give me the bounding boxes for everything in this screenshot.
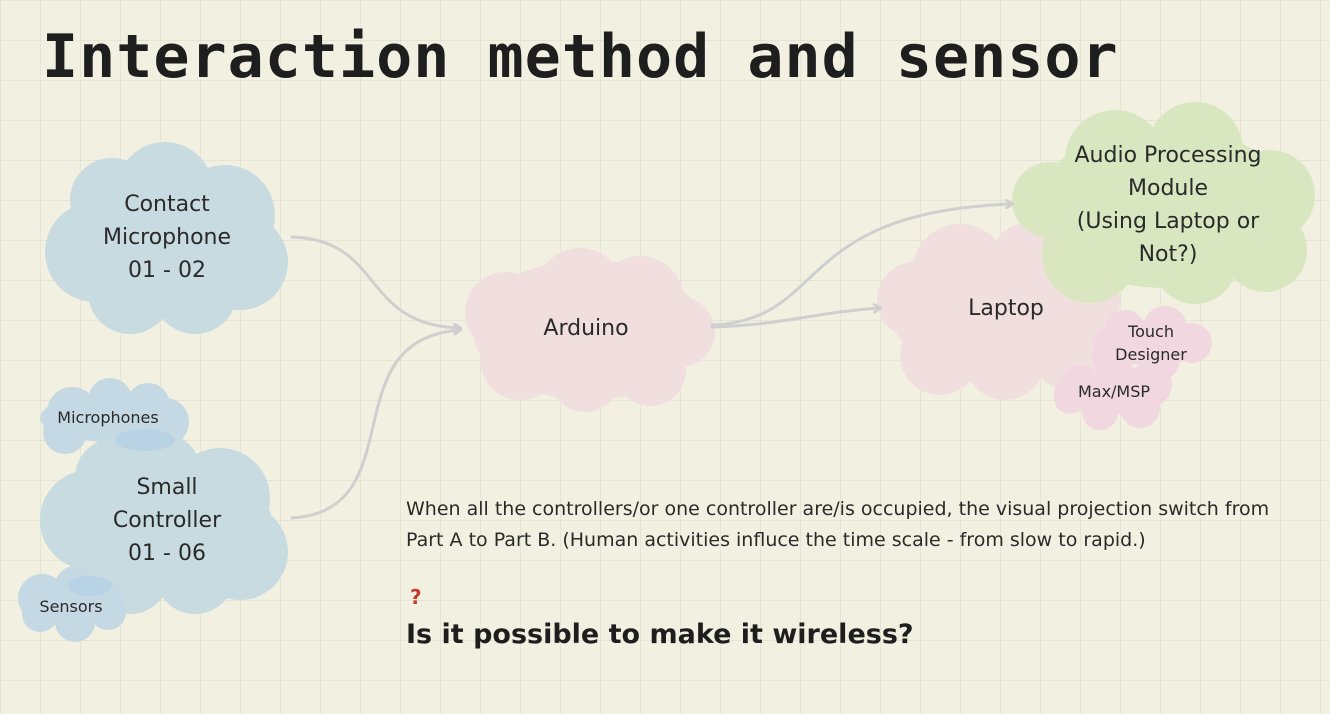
arduino-label: Arduino xyxy=(543,315,629,341)
cloud-max-msp[interactable] xyxy=(1054,356,1172,430)
max-msp-label: Max/MSP xyxy=(1077,382,1151,401)
cloud-overlap-sensors xyxy=(68,576,112,596)
cloud-small-controller[interactable] xyxy=(40,430,288,614)
cloud-contact-microphone[interactable] xyxy=(45,142,288,334)
sensors-label: Sensors xyxy=(39,597,103,616)
arrow-contact-mic-to-arduino xyxy=(290,235,460,328)
laptop-label: Laptop xyxy=(968,295,1044,321)
contact-microphone-label: Contact Microphone 01 - 02 xyxy=(102,192,232,283)
arrow-controller-to-arduino xyxy=(290,330,460,520)
page-title: Interaction method and sensor xyxy=(42,22,1119,92)
microphones-label: Microphones xyxy=(57,408,159,427)
arrow-arduino-to-audio-module xyxy=(710,204,1012,327)
cloud-touch-designer[interactable] xyxy=(1092,306,1212,380)
small-controller-label: Small Controller 01 - 06 xyxy=(112,475,222,566)
cloud-overlap-microphones xyxy=(115,429,175,451)
question-mark-icon: ? xyxy=(410,585,422,609)
note-text: When all the controllers/or one controll… xyxy=(406,498,1270,551)
arrow-arduino-to-laptop xyxy=(710,308,880,329)
cloud-audio-processing-module[interactable] xyxy=(1012,102,1315,304)
touch-designer-label: Touch Designer xyxy=(1115,322,1187,364)
cloud-arduino[interactable] xyxy=(465,248,715,412)
audio-processing-module-label: Audio Processing Module (Using Laptop or… xyxy=(1074,143,1262,267)
question-text: Is it possible to make it wireless? xyxy=(406,619,914,650)
